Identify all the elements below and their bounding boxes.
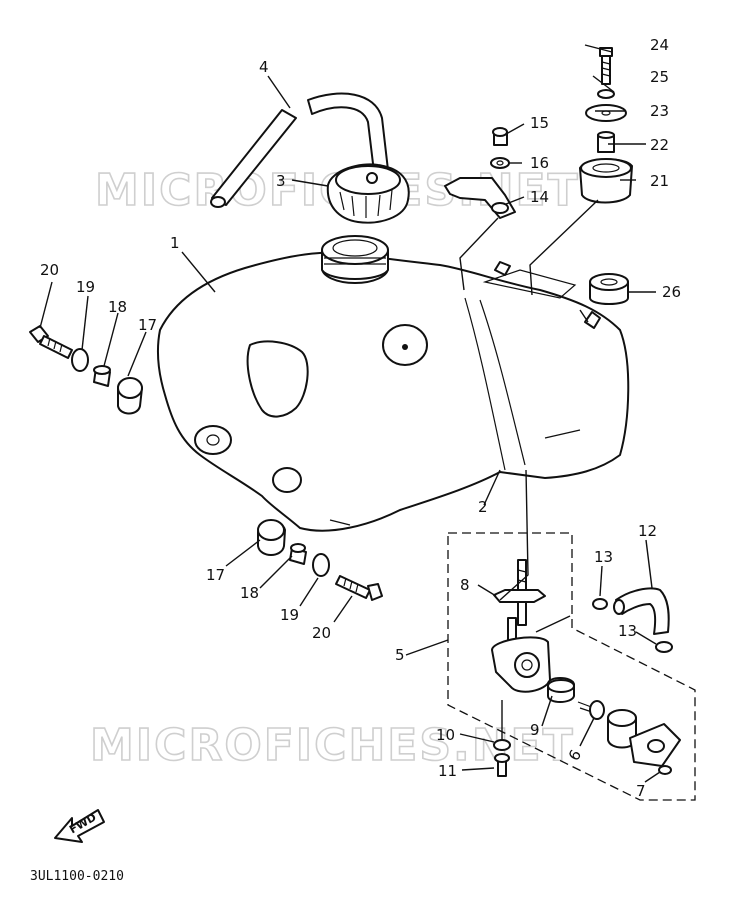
callout-18-lower: 18 — [240, 584, 259, 602]
callout-12: 12 — [638, 522, 657, 540]
watermark-bottom: MICROFICHES.NET — [90, 720, 575, 771]
callout-10: 10 — [436, 726, 455, 744]
callout-19-upper: 19 — [76, 278, 95, 296]
callout-4: 4 — [259, 58, 269, 76]
callout-17-upper: 17 — [138, 316, 157, 334]
callout-7: 7 — [636, 782, 646, 800]
callout-3: 3 — [276, 172, 286, 190]
callout-13-upper: 13 — [594, 548, 613, 566]
leader-lines — [39, 44, 661, 783]
callout-26: 26 — [662, 283, 681, 301]
fuel-cock-box — [447, 532, 696, 801]
callout-24: 24 — [650, 36, 669, 54]
front-mount-upper — [29, 325, 143, 415]
callout-14: 14 — [530, 188, 549, 206]
callout-19-lower: 19 — [280, 606, 299, 624]
mount-stack — [579, 47, 633, 204]
callout-2: 2 — [478, 498, 488, 516]
callout-5: 5 — [395, 646, 405, 664]
callout-17-lower: 17 — [206, 566, 225, 584]
callout-8: 8 — [460, 576, 470, 594]
front-mount-lower — [257, 519, 383, 601]
callout-9: 9 — [530, 721, 540, 739]
callout-13-lower: 13 — [618, 622, 637, 640]
fuel-cock — [491, 559, 681, 777]
fwd-arrow-icon: FWD — [54, 809, 105, 843]
breather-hose — [210, 92, 389, 208]
diagram-code: 3UL1100-0210 — [30, 869, 124, 884]
callout-15: 15 — [530, 114, 549, 132]
grommet-26 — [589, 273, 629, 305]
callout-18-upper: 18 — [108, 298, 127, 316]
callout-20-upper: 20 — [40, 261, 59, 279]
callout-16: 16 — [530, 154, 549, 172]
callout-20-lower: 20 — [312, 624, 331, 642]
callout-1: 1 — [170, 234, 180, 252]
callout-11: 11 — [438, 762, 457, 780]
bracket-assembly — [444, 127, 516, 219]
callout-21: 21 — [650, 172, 669, 190]
fuel-cap — [326, 163, 410, 224]
fuel-tank — [156, 235, 630, 532]
callout-22: 22 — [650, 136, 669, 154]
callout-25: 25 — [650, 68, 669, 86]
callout-23: 23 — [650, 102, 669, 120]
